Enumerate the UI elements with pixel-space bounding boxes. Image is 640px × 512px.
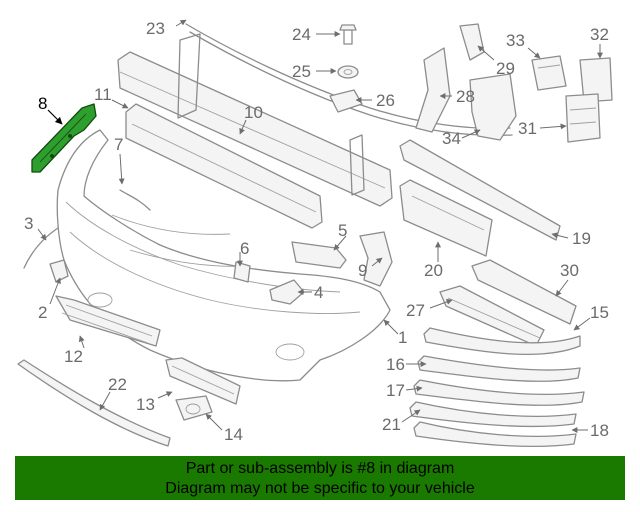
- part-15-strip: [423, 327, 581, 356]
- info-banner: Part or sub-assembly is #8 in diagram Di…: [15, 456, 625, 500]
- callout-34: 34: [442, 129, 461, 148]
- callout-11: 11: [94, 85, 112, 104]
- part-33-sensor: [531, 55, 567, 91]
- part-29-bracket: [459, 23, 485, 61]
- callout-3: 3: [24, 214, 33, 233]
- part-22-strip: [17, 359, 171, 447]
- part-18-strip: [413, 421, 577, 448]
- part-32-cover: [579, 57, 613, 103]
- callout-17: 17: [386, 381, 405, 400]
- callout-5: 5: [338, 221, 347, 240]
- leaders: [37, 19, 603, 433]
- part-16-strip: [417, 355, 581, 382]
- part-12-grille: [55, 295, 161, 347]
- callout-15: 15: [590, 303, 609, 322]
- callout-19: 19: [572, 229, 591, 248]
- callout-21: 21: [382, 415, 401, 434]
- part-8-highlighted[interactable]: [31, 103, 97, 173]
- part-28-bracket: [415, 47, 451, 133]
- part-13-grille: [165, 357, 241, 405]
- banner-line-2: Diagram may not be specific to your vehi…: [165, 480, 475, 497]
- part-24-bolt: [339, 24, 357, 45]
- callout-12: 12: [64, 347, 83, 366]
- parts-diagram: 1 2 3 4 5 6 7 8 9 10 11 12 13 14 15 16 1…: [17, 19, 613, 448]
- part-11-beam: [117, 33, 393, 207]
- part-30-strip: [471, 259, 577, 325]
- callout-24: 24: [292, 25, 311, 44]
- part-6-bracket: [233, 261, 251, 283]
- callout-10: 10: [244, 103, 263, 122]
- callout-labels: 1 2 3 4 5 6 7 8 9 10 11 12 13 14 15 16 1…: [24, 19, 609, 444]
- callout-20: 20: [424, 261, 443, 280]
- part-20-plate-bracket: [399, 179, 493, 257]
- callout-4: 4: [314, 283, 323, 302]
- part-5-bracket: [291, 241, 347, 269]
- callout-26: 26: [376, 91, 395, 110]
- callout-13: 13: [136, 395, 155, 414]
- callout-28: 28: [456, 87, 475, 106]
- callout-9: 9: [358, 261, 367, 280]
- callout-27: 27: [406, 301, 425, 320]
- part-19-strip: [399, 139, 561, 241]
- part-10-absorber: [125, 103, 323, 229]
- callout-23: 23: [146, 19, 165, 38]
- callout-1: 1: [398, 328, 407, 347]
- callout-18: 18: [590, 421, 609, 440]
- part-3-hose: [23, 227, 59, 269]
- part-25-washer: [337, 65, 359, 79]
- part-26-bracket: [329, 89, 363, 113]
- callout-8: 8: [38, 94, 47, 113]
- part-34-bracket: [469, 73, 517, 141]
- part-31-sensor: [565, 93, 601, 143]
- callout-33: 33: [506, 31, 525, 50]
- callout-32: 32: [590, 25, 609, 44]
- callout-16: 16: [386, 355, 405, 374]
- callout-2: 2: [38, 303, 47, 322]
- callout-25: 25: [292, 62, 311, 81]
- callout-30: 30: [560, 261, 579, 280]
- part-21-strip: [409, 401, 577, 428]
- part-2-clip: [49, 259, 69, 283]
- part-17-strip: [413, 379, 585, 406]
- callout-29: 29: [496, 59, 515, 78]
- part-14-foglamp: [175, 395, 213, 421]
- callout-14: 14: [224, 425, 243, 444]
- callout-31: 31: [518, 119, 537, 138]
- callout-22: 22: [108, 375, 127, 394]
- callout-6: 6: [240, 239, 249, 258]
- part-7-trim: [119, 189, 151, 211]
- part-27-grille: [439, 285, 545, 347]
- part-4-cover: [269, 279, 305, 305]
- callout-7: 7: [114, 135, 123, 154]
- part-23-strip: [185, 23, 513, 136]
- banner-line-1: Part or sub-assembly is #8 in diagram: [185, 460, 455, 477]
